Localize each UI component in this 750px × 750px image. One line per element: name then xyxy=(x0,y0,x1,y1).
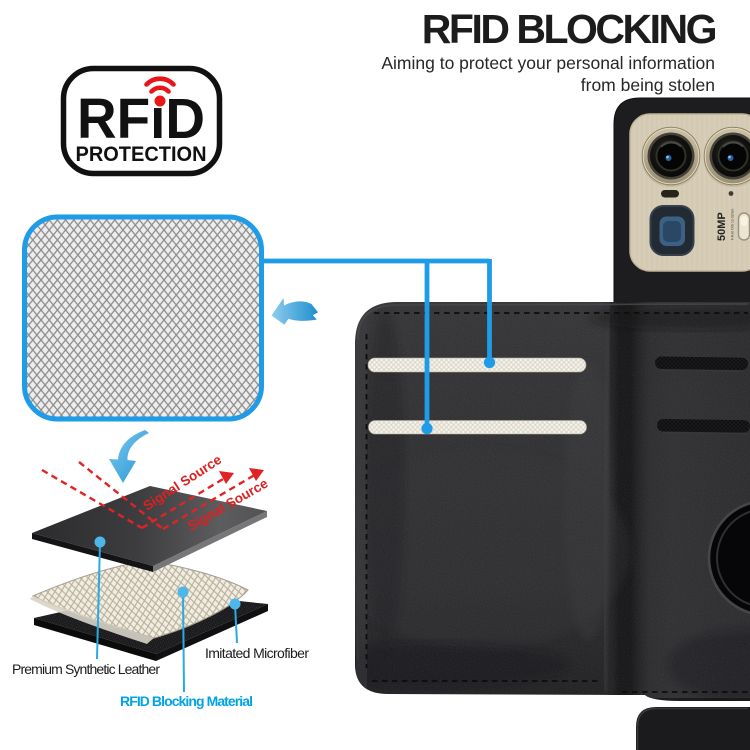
svg-text:PROTECTION: PROTECTION xyxy=(76,142,207,166)
svg-text:Premium Synthetic Leather: Premium Synthetic Leather xyxy=(12,661,160,677)
svg-text:50MP: 50MP xyxy=(716,212,728,241)
svg-text:F.4um OIS 12-32mm: F.4um OIS 12-32mm xyxy=(731,209,735,240)
svg-text:RFID Blocking Material: RFID Blocking Material xyxy=(120,693,253,709)
svg-text:RFıD: RFıD xyxy=(77,87,205,151)
svg-text:Imitated Microfiber: Imitated Microfiber xyxy=(205,645,309,661)
